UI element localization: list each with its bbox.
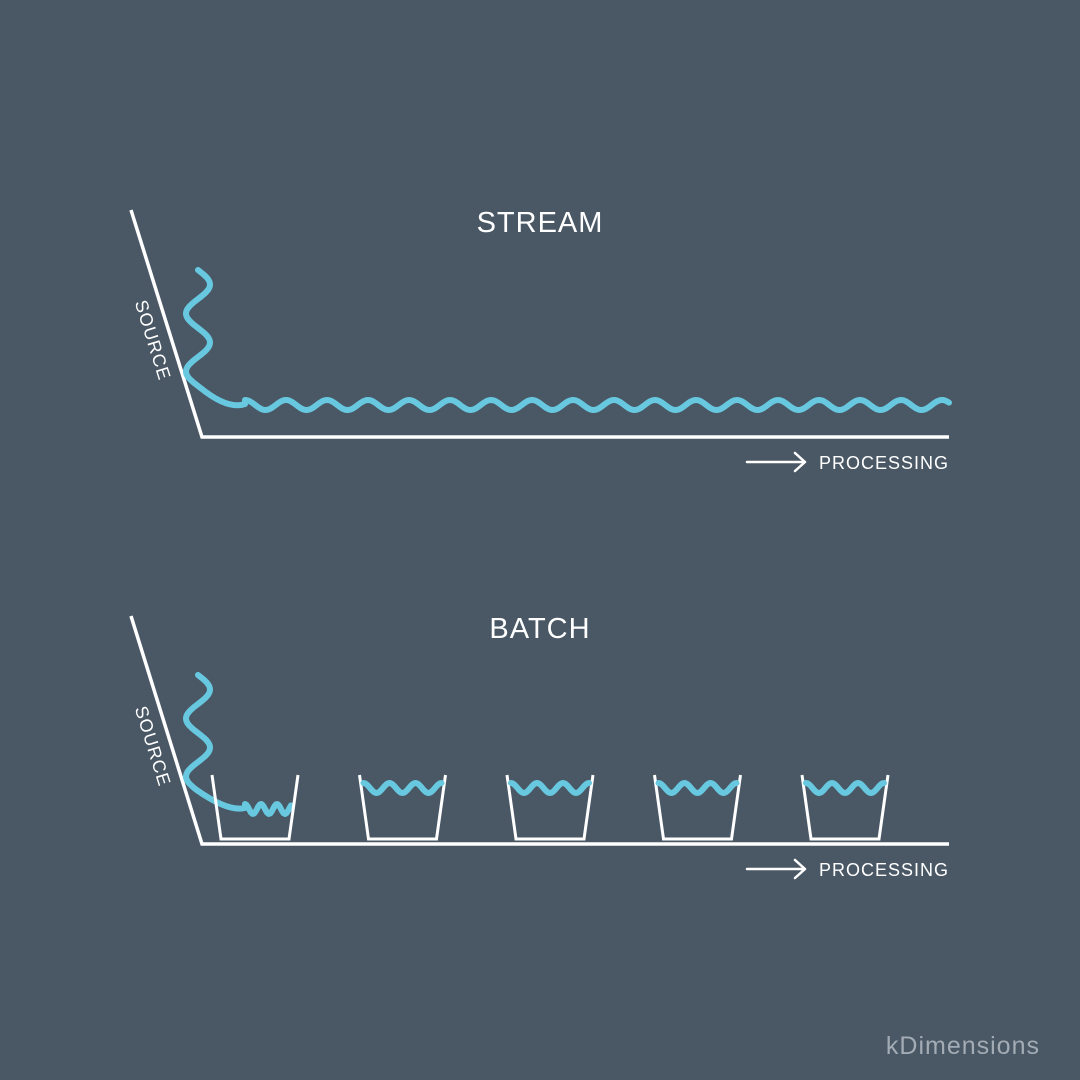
stream-panel: STREAM SOURCE PROCESSING <box>129 207 952 473</box>
batch-buckets <box>210 774 890 841</box>
stream-flow-wave <box>183 267 952 413</box>
brand-logo-text: kDimensions <box>886 1032 1040 1060</box>
batch-processing-arrow-icon <box>745 858 807 880</box>
batch-title: BATCH <box>489 613 590 645</box>
stream-processing-arrow-icon <box>745 451 807 473</box>
batch-bucket <box>505 774 595 841</box>
batch-axes <box>129 615 949 846</box>
bucket-fill-wave <box>360 780 445 796</box>
batch-bucket <box>210 774 300 841</box>
batch-source-label: SOURCE <box>131 704 175 789</box>
stream-axes <box>129 209 949 439</box>
stream-source-label: SOURCE <box>131 298 175 383</box>
batch-processing-label: PROCESSING <box>819 860 949 880</box>
batch-bucket <box>653 774 742 841</box>
bucket-fill-wave <box>803 780 887 796</box>
batch-panel: BATCH SOURCE PROCESSING <box>129 613 949 880</box>
bucket-fill-wave <box>508 780 592 796</box>
stream-title: STREAM <box>477 207 604 239</box>
stream-processing-label: PROCESSING <box>819 453 949 473</box>
batch-bucket <box>358 774 447 841</box>
batch-bucket <box>800 774 890 841</box>
bucket-fill-wave <box>655 780 740 796</box>
batch-feed-wave <box>183 672 294 817</box>
